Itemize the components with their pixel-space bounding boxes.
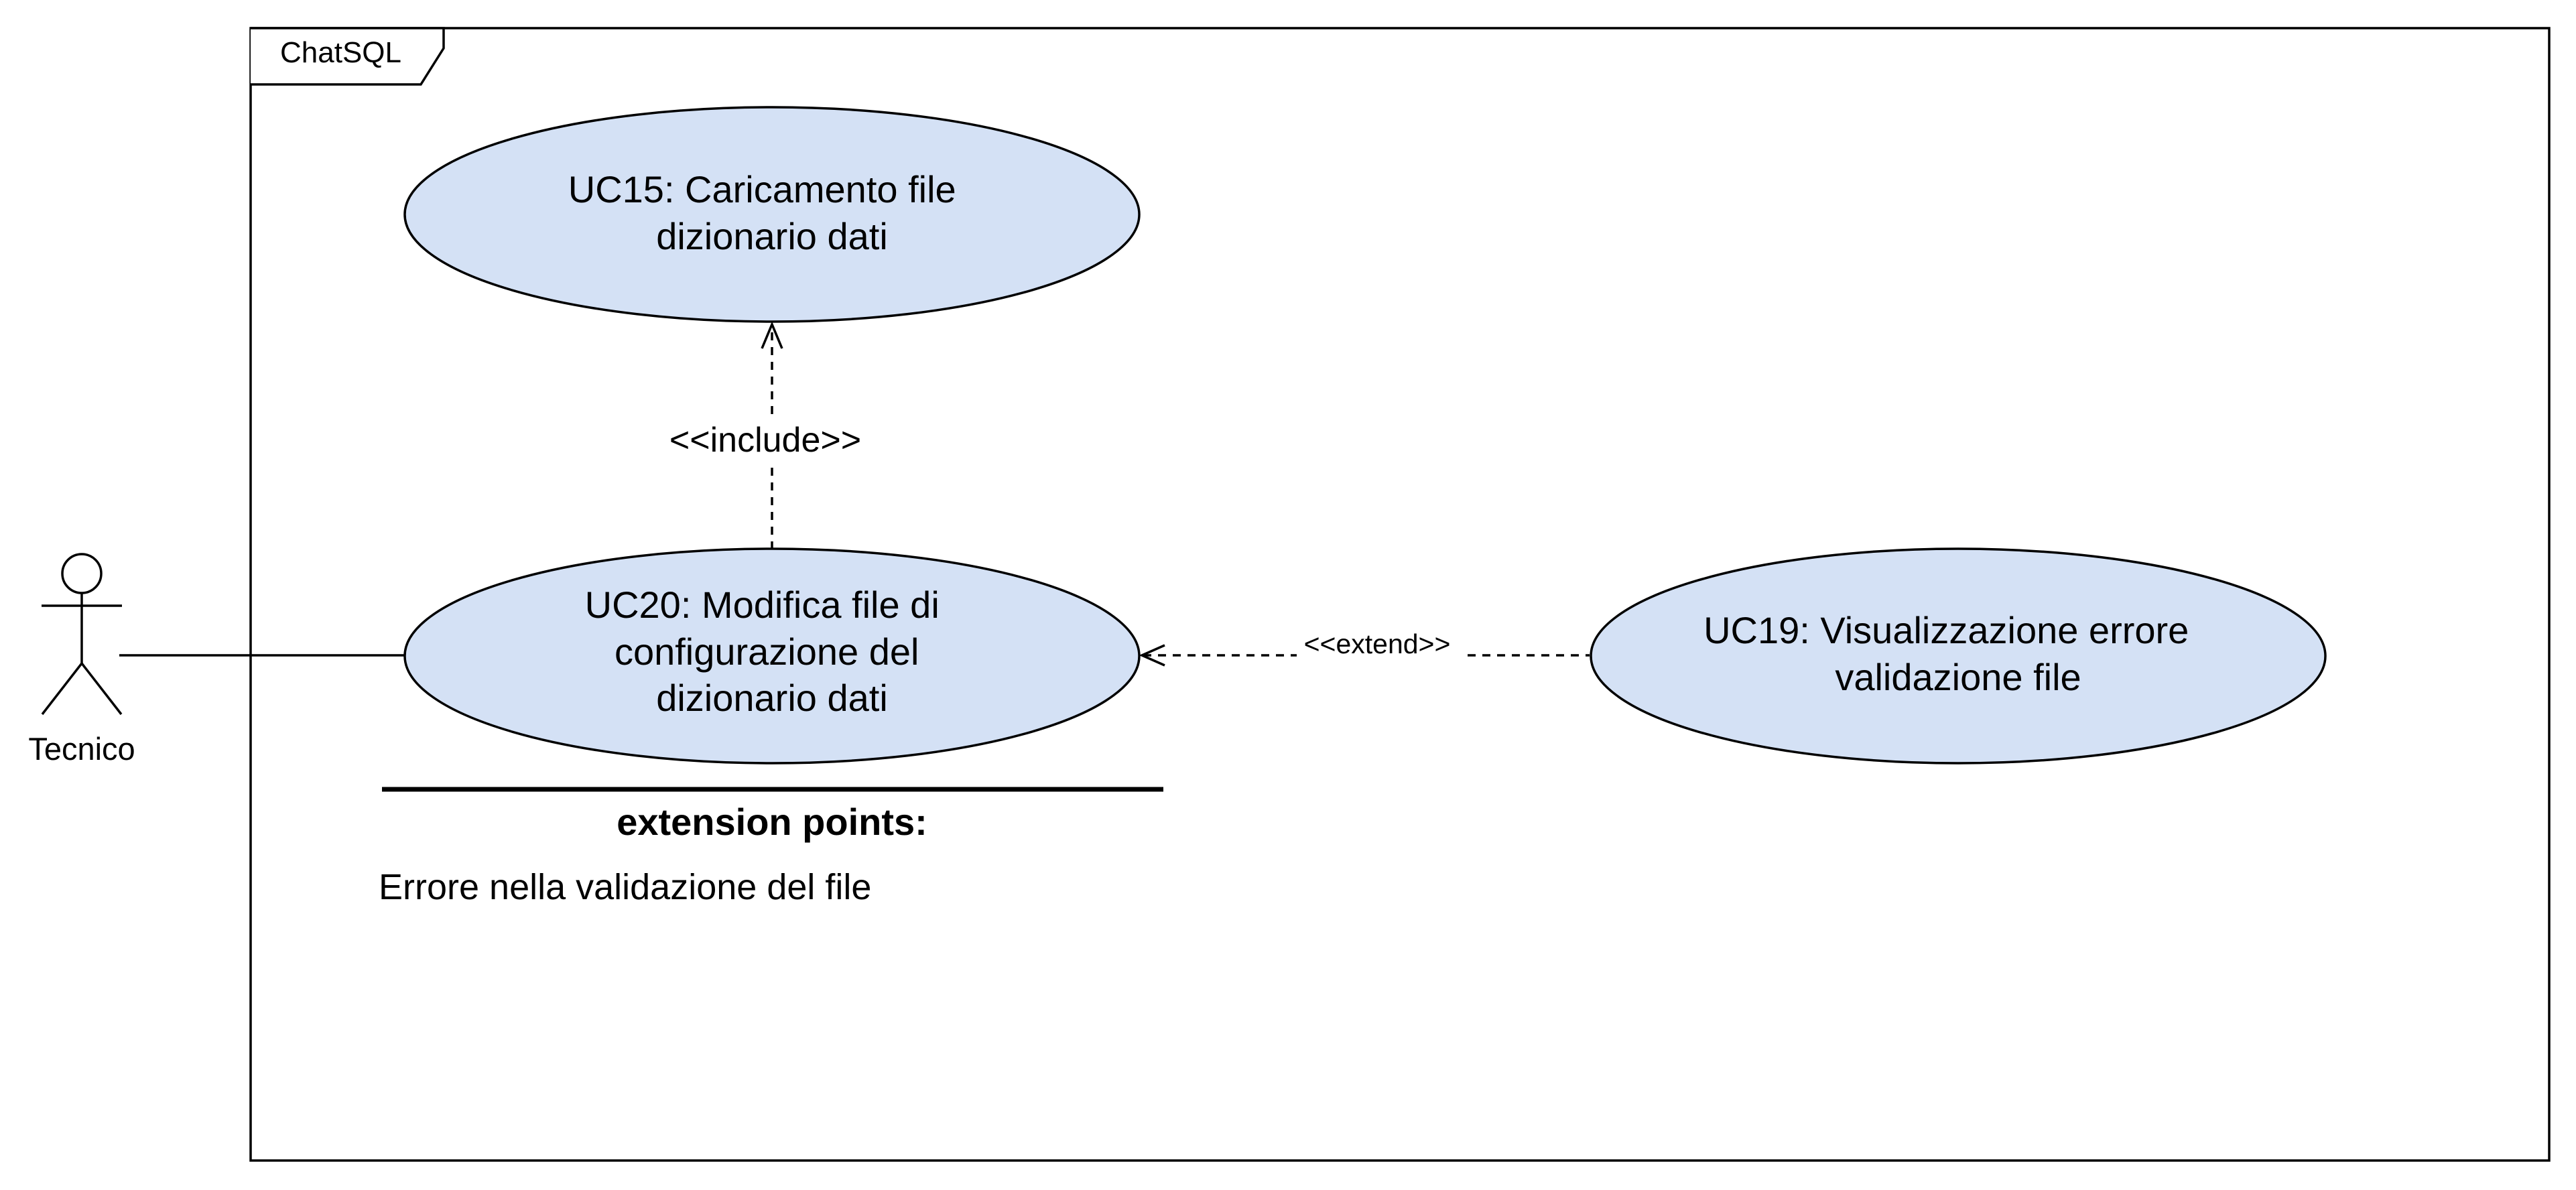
- use-case-uc20: UC20: Modifica file di configurazione de…: [403, 547, 1141, 765]
- use-case-uc20-ellipse: [403, 547, 1141, 765]
- use-case-uc20-line-1: UC20: Modifica file di: [585, 584, 940, 626]
- use-case-uc15: UC15: Caricamento file dizionario dati: [403, 106, 1141, 323]
- use-case-uc19-line-2: validazione file: [1835, 656, 2081, 698]
- extend-arrowhead: [1139, 644, 1165, 667]
- use-case-uc15-label: UC15: Caricamento file dizionario dati: [568, 168, 966, 257]
- system-frame: [249, 27, 2551, 1162]
- use-case-uc19-line-1: UC19: Visualizzazione errore: [1703, 609, 2189, 651]
- include-arrowhead: [761, 321, 783, 349]
- use-case-uc19-label: UC19: Visualizzazione errore validazione…: [1703, 609, 2199, 698]
- actor-head: [61, 553, 103, 594]
- extension-points-title: extension points:: [617, 801, 927, 843]
- actor-left-leg: [41, 662, 83, 716]
- extension-points: extension points: Errore nella validazio…: [379, 787, 1163, 907]
- use-case-uc15-line-1: UC15: Caricamento file: [568, 168, 956, 210]
- use-case-uc20-line-2: configurazione del: [615, 631, 919, 673]
- system-boundary: ChatSQL: [249, 27, 2551, 1162]
- extend-relationship: <<extend>>: [1139, 629, 1590, 667]
- system-frame-tab: [251, 27, 445, 86]
- use-case-uc19: UC19: Visualizzazione errore validazione…: [1590, 547, 2327, 765]
- use-case-uc15-ellipse: [403, 106, 1141, 323]
- system-name: ChatSQL: [280, 36, 401, 69]
- actor-right-leg: [80, 662, 123, 716]
- use-case-uc20-line-3: dizionario dati: [656, 677, 888, 719]
- use-case-uc19-ellipse: [1590, 547, 2327, 765]
- include-relationship: <<include>>: [669, 321, 861, 549]
- use-case-uc20-label: UC20: Modifica file di configurazione de…: [585, 584, 950, 719]
- include-label: <<include>>: [669, 421, 861, 460]
- extension-point-item: Errore nella validazione del file: [379, 867, 871, 907]
- actor-tecnico: Tecnico: [28, 553, 135, 767]
- actor-label: Tecnico: [28, 731, 135, 767]
- extend-label: <<extend>>: [1304, 629, 1451, 659]
- use-case-uc15-line-2: dizionario dati: [656, 215, 888, 257]
